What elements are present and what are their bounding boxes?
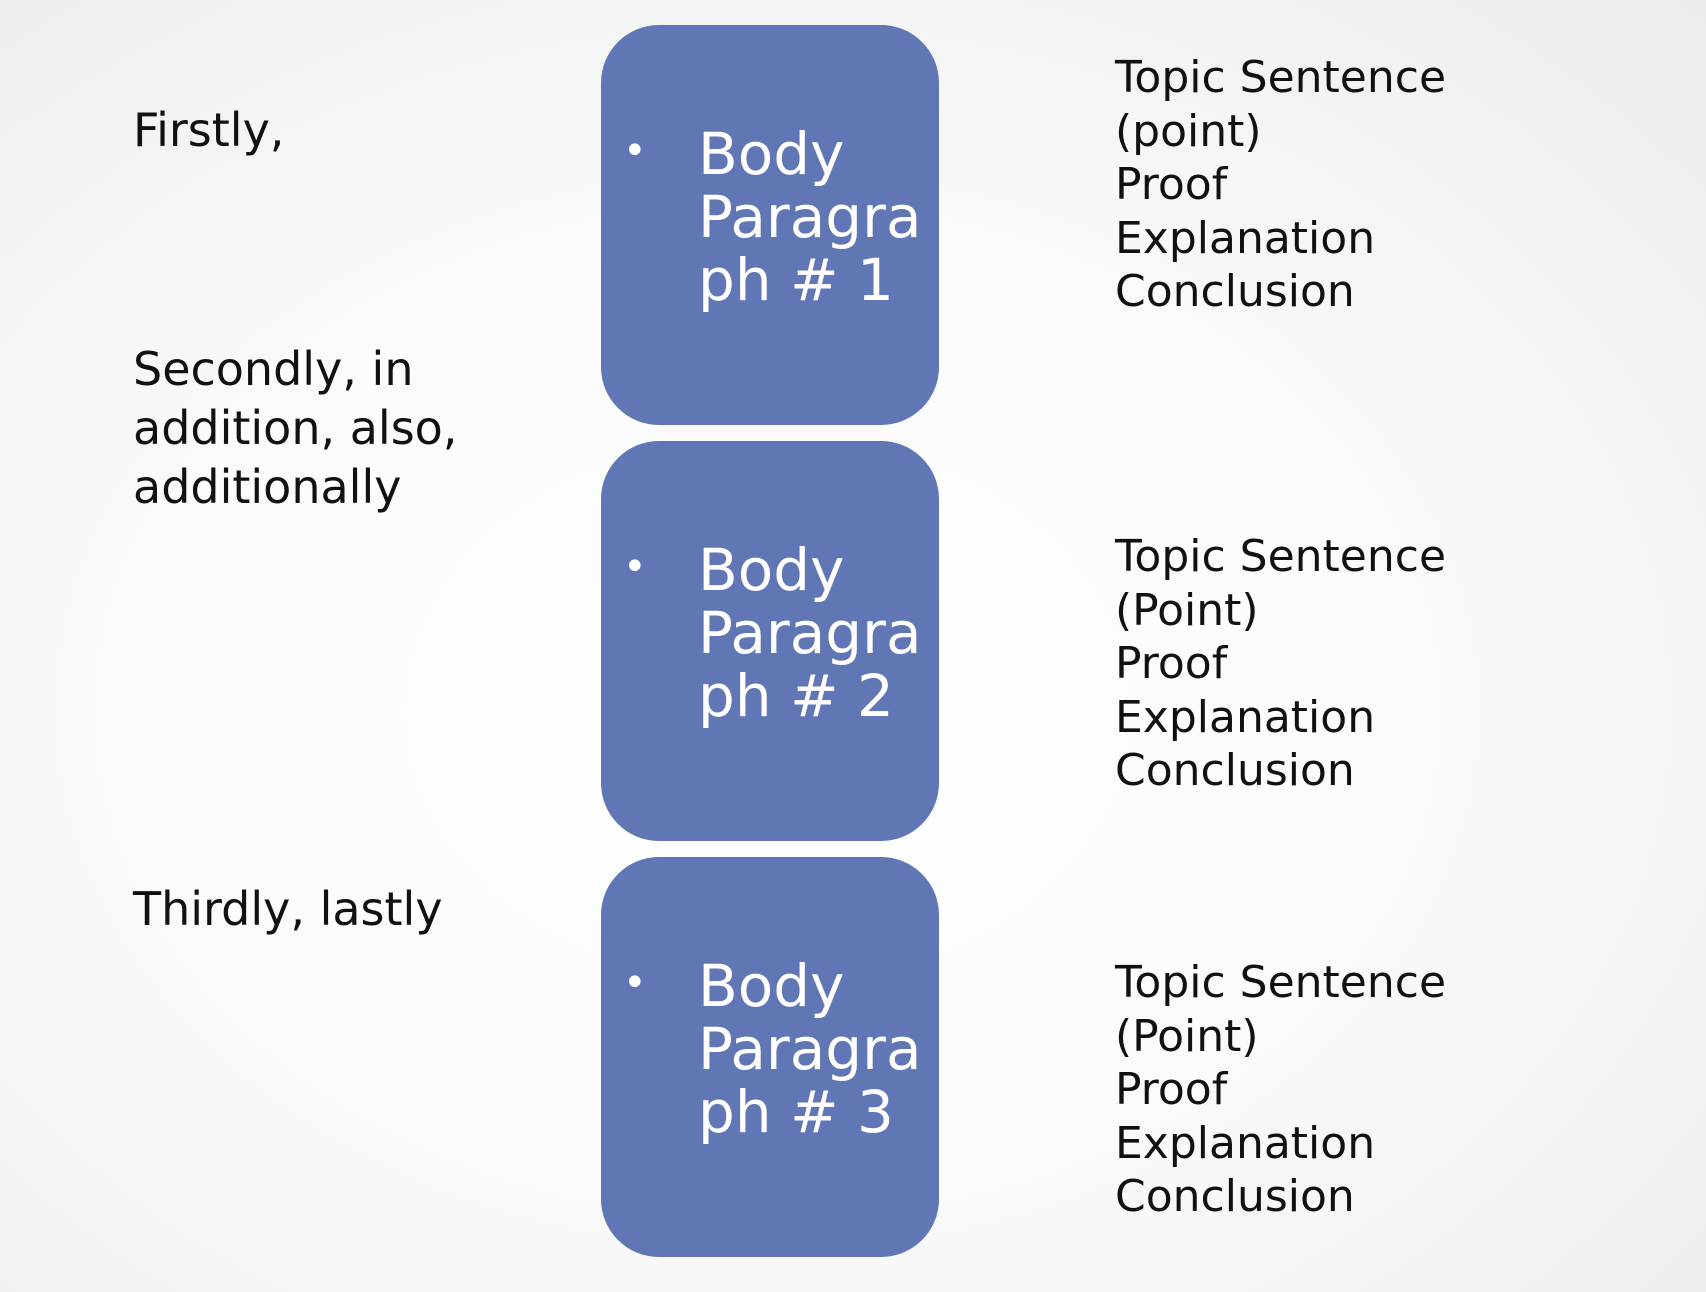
structure-point: (point) (1115, 105, 1262, 157)
structure-proof: Proof (1115, 1064, 1228, 1115)
structure-topic-sentence: Topic Sentence (1115, 531, 1447, 582)
body-paragraph-box-1: • Body Paragra ph # 1 (601, 25, 939, 425)
structure-conclusion: Conclusion (1115, 745, 1355, 796)
structure-conclusion: Conclusion (1115, 1171, 1355, 1222)
paragraph-structure-list-3: Topic Sentence (Point) Proof Explanation… (1115, 956, 1446, 1224)
structure-conclusion: Conclusion (1115, 266, 1355, 317)
body-paragraph-box-2: • Body Paragra ph # 2 (601, 441, 939, 841)
structure-topic-sentence: Topic Sentence (1115, 957, 1447, 1008)
body-paragraph-label-1: Body Paragra ph # 1 (698, 120, 922, 314)
structure-topic-sentence: Topic Sentence (1115, 52, 1447, 103)
paragraph-structure-list-1: Topic Sentence (point) Proof Explanation… (1115, 51, 1446, 319)
bullet-icon: • (623, 128, 647, 174)
transition-firstly: Firstly, (133, 103, 285, 157)
transition-secondly: Secondly, in addition, also, additionall… (133, 342, 458, 514)
structure-explanation: Explanation (1115, 1117, 1376, 1169)
body-paragraph-label-2: Body Paragra ph # 2 (698, 536, 922, 730)
structure-point: (Point) (1115, 584, 1259, 636)
structure-proof: Proof (1115, 638, 1228, 689)
structure-proof: Proof (1115, 159, 1228, 210)
body-paragraph-box-3: • Body Paragra ph # 3 (601, 857, 939, 1257)
paragraph-structure-list-2: Topic Sentence (Point) Proof Explanation… (1115, 530, 1446, 798)
body-paragraph-label-3: Body Paragra ph # 3 (698, 952, 922, 1146)
structure-point: (Point) (1115, 1010, 1259, 1062)
structure-explanation: Explanation (1115, 212, 1376, 264)
bullet-icon: • (623, 544, 647, 590)
transition-thirdly: Thirdly, lastly (133, 882, 443, 936)
bullet-icon: • (623, 960, 647, 1006)
structure-explanation: Explanation (1115, 691, 1376, 743)
